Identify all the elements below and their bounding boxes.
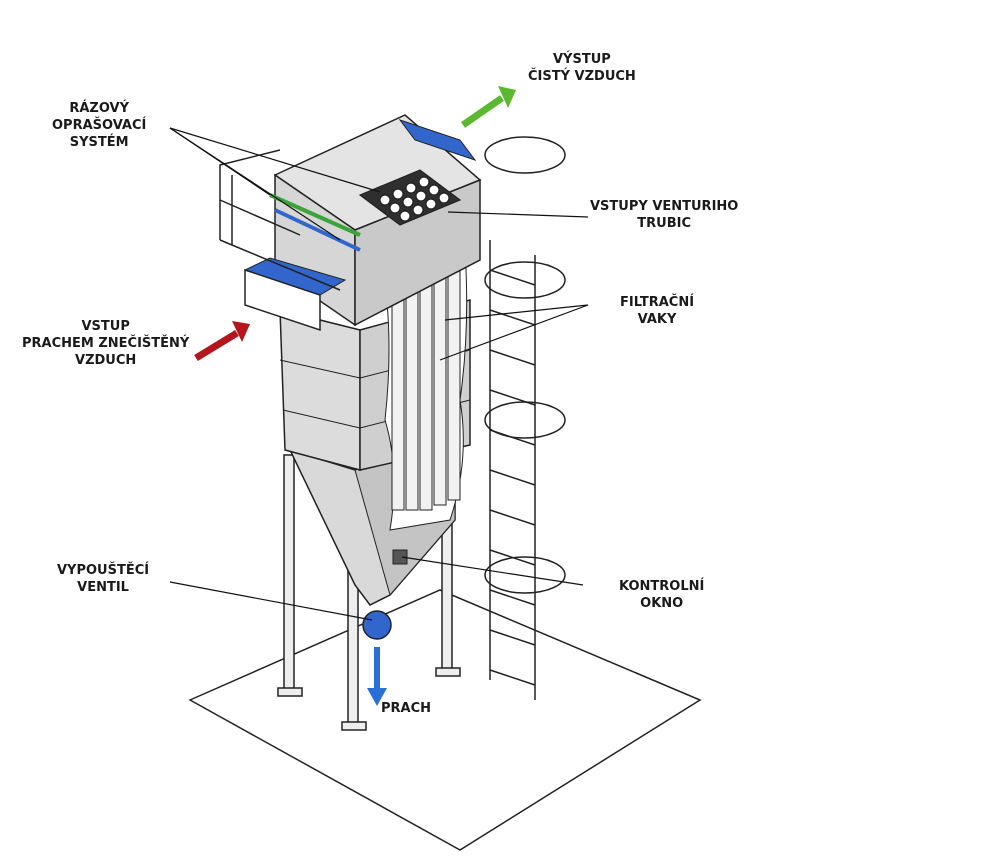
discharge-valve xyxy=(362,610,392,640)
label-valve-line2: VENTIL xyxy=(77,580,129,595)
label-pulse-line2: OPRAŠOVACÍ xyxy=(52,118,147,133)
label-discharge-valve: VYPOUŠTĚCÍ VENTIL xyxy=(57,562,149,596)
venturi-grid xyxy=(358,169,462,226)
label-inlet-line3: VZDUCH xyxy=(75,353,137,368)
label-outlet-line1: VÝSTUP xyxy=(553,52,611,67)
ladder xyxy=(484,136,566,700)
leader-lines xyxy=(169,127,589,621)
label-dust: PRACH xyxy=(381,700,431,717)
housing-left xyxy=(279,309,361,471)
dust-arrow xyxy=(367,647,387,706)
label-venturi-line2: TRUBIC xyxy=(637,216,692,231)
label-venturi-line1: VSTUPY VENTURIHO xyxy=(590,199,739,214)
label-pulse-line1: RÁZOVÝ xyxy=(69,101,130,116)
label-window-line1: KONTROLNÍ xyxy=(619,579,705,594)
label-filter-line2: VAKY xyxy=(637,312,677,327)
label-filter-bags: FILTRAČNÍ VAKY xyxy=(620,294,694,328)
label-valve-line1: VYPOUŠTĚCÍ xyxy=(57,563,150,578)
label-inlet-dirty-air: VSTUP PRACHEM ZNEČIŠTĚNÝ VZDUCH xyxy=(22,318,189,369)
label-inlet-line1: VSTUP xyxy=(81,319,130,334)
support-legs xyxy=(277,439,461,731)
label-pulse-line3: SYSTÉM xyxy=(69,135,129,150)
outlet-flange xyxy=(398,119,477,161)
pulse-pipes xyxy=(269,193,361,252)
label-inlet-line2: PRACHEM ZNEČIŠTĚNÝ xyxy=(22,336,190,351)
label-dust-line1: PRACH xyxy=(381,701,432,716)
platform-railing xyxy=(219,149,341,291)
inspection-window-shape xyxy=(392,549,408,565)
label-window-line2: OKNO xyxy=(640,596,684,611)
label-inspection-window: KONTROLNÍ OKNO xyxy=(619,578,704,612)
label-outlet-clean-air: VÝSTUP ČISTÝ VZDUCH xyxy=(528,51,636,85)
label-pulse-jet-system: RÁZOVÝ OPRAŠOVACÍ SYSTÉM xyxy=(52,100,146,151)
label-filter-line1: FILTRAČNÍ xyxy=(620,295,695,310)
label-outlet-line2: ČISTÝ VZDUCH xyxy=(528,69,636,84)
dirty-air-arrow xyxy=(194,321,250,361)
clean-air-arrow xyxy=(461,86,516,128)
label-venturi-inlets: VSTUPY VENTURIHO TRUBIC xyxy=(590,198,738,232)
